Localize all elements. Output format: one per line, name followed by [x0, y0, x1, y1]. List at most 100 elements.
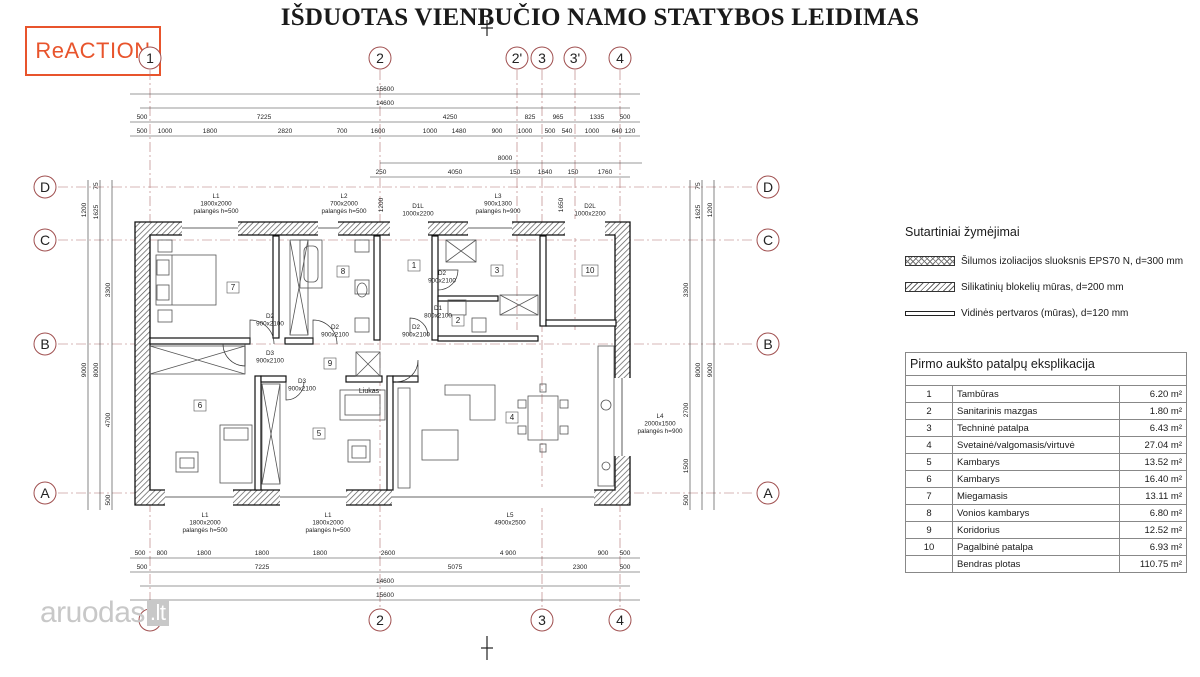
furniture: [149, 239, 615, 489]
room-name: Kambarys: [952, 453, 1120, 471]
opening-label: palangės h=900: [638, 428, 683, 435]
dimension-label: 4 900: [500, 550, 517, 557]
room-number-box: [451, 314, 465, 327]
opening-label: D2: [412, 324, 421, 331]
total-area: 110.75 m²: [1119, 555, 1187, 573]
axis-label-top-bubble: [505, 46, 529, 70]
opening-label: palangės h=900: [476, 208, 521, 215]
opening-label: D2L: [584, 203, 596, 210]
dimension-label: 1480: [452, 128, 467, 135]
dimension-label: 800: [157, 550, 168, 557]
dimension-label: 500: [545, 128, 556, 135]
table-spacer-row: [905, 375, 1187, 386]
axis-label-top-bubble: [563, 46, 587, 70]
opening-label: D3: [266, 350, 275, 357]
opening-label: 1000x2200: [402, 211, 434, 218]
dimension-label: 150: [510, 169, 521, 176]
room-area: 16.40 m²: [1119, 470, 1187, 488]
room-no: [905, 555, 953, 573]
opening-label: 1800x2000: [189, 520, 221, 527]
axis-label-left-bubble: [33, 228, 57, 252]
room-area: 12.52 m²: [1119, 521, 1187, 539]
opening-label: 700x2000: [330, 201, 358, 208]
dimension-label: 120: [625, 128, 636, 135]
room-number-box: [505, 411, 519, 424]
dim-total: 15600: [376, 592, 394, 599]
dimension-label: 4050: [448, 169, 463, 176]
section-cut-marks: [481, 20, 493, 660]
room-name: Vonios kambarys: [952, 504, 1120, 522]
insulation-swatch: [905, 256, 955, 266]
opening-label: 2000x1500: [644, 421, 676, 428]
dim-small: 1200: [378, 197, 385, 212]
table-title: Pirmo aukšto patalpų eksplikacija: [905, 352, 1187, 376]
block-wall-swatch: [905, 282, 955, 292]
room-area: 6.20 m²: [1119, 385, 1187, 403]
opening-label: 900x2100: [321, 332, 349, 339]
dim-small: 1650: [558, 197, 565, 212]
dimension-label: 500: [620, 550, 631, 557]
opening-label: 1800x2000: [200, 201, 232, 208]
dimension-label: 640: [612, 128, 623, 135]
opening-label: 4900x2500: [494, 520, 526, 527]
dimension-label: 500: [620, 564, 631, 571]
room-number-box: [407, 259, 421, 272]
opening-label: 900x2100: [402, 332, 430, 339]
dimension-label: 8000: [93, 362, 100, 377]
axis-label-right-bubble: [756, 481, 780, 505]
dimension-label: 1625: [93, 204, 100, 219]
room-number: 1: [412, 261, 417, 270]
dim-inner: 14600: [376, 100, 394, 107]
opening-label: palangės h=500: [306, 527, 351, 534]
table-header-row: Pirmo aukšto patalpų eksplikacija: [905, 352, 1187, 376]
axis-label-bottom-bubble: [608, 608, 632, 632]
dimension-label: 540: [562, 128, 573, 135]
axis-label-left-bubble: [33, 332, 57, 356]
dimension-label: 7225: [257, 114, 272, 121]
exterior-walls: [134, 219, 633, 508]
partition-swatch: [905, 310, 955, 316]
axis-label-top: 1: [146, 50, 154, 66]
axis-label-left: D: [40, 179, 50, 195]
dimension-label: 9000: [707, 362, 714, 377]
room-number-box: [226, 281, 240, 294]
reaction-logo[interactable]: ReACTION: [25, 26, 161, 76]
room-no: 7: [905, 487, 953, 505]
opening-label: palangės h=500: [183, 527, 228, 534]
dimension-label: 900: [492, 128, 503, 135]
opening-label: D2: [331, 324, 340, 331]
room-area: 6.43 m²: [1119, 419, 1187, 437]
axis-label-left-bubble: [33, 481, 57, 505]
drawing-title: IŠDUOTAS VIENBUČIO NAMO STATYBOS LEIDIMA…: [280, 4, 920, 31]
dimension-label: 965: [553, 114, 564, 121]
axis-label-left: B: [40, 336, 49, 352]
room-no: 3: [905, 419, 953, 437]
room-name: Sanitarinis mazgas: [952, 402, 1120, 420]
opening-label: 800x2100: [424, 313, 452, 320]
opening-label: D1L: [412, 203, 424, 210]
dimension-label: 75: [695, 182, 702, 190]
watermark-suffix: .lt: [146, 600, 169, 626]
dimension-label: 1760: [598, 169, 613, 176]
dimension-label: 500: [105, 494, 112, 505]
opening-label: L2: [340, 193, 348, 200]
room-name: Kambarys: [952, 470, 1120, 488]
dimension-label: 500: [137, 564, 148, 571]
dimension-label: 4700: [105, 412, 112, 427]
dimension-label: 150: [568, 169, 579, 176]
axis-label-left-bubble: [33, 175, 57, 199]
legend-label: Vidinės pertvaros (mūras), d=120 mm: [961, 307, 1129, 319]
dimension-lines: [87, 93, 715, 601]
dimension-label: 500: [137, 114, 148, 121]
opening-label: 900x2100: [428, 278, 456, 285]
room-area: 6.93 m²: [1119, 538, 1187, 556]
axis-label-bottom: 2: [376, 612, 384, 628]
dimension-label: 7225: [255, 564, 270, 571]
dimension-label: 4250: [443, 114, 458, 121]
dimension-label: 75: [93, 182, 100, 190]
